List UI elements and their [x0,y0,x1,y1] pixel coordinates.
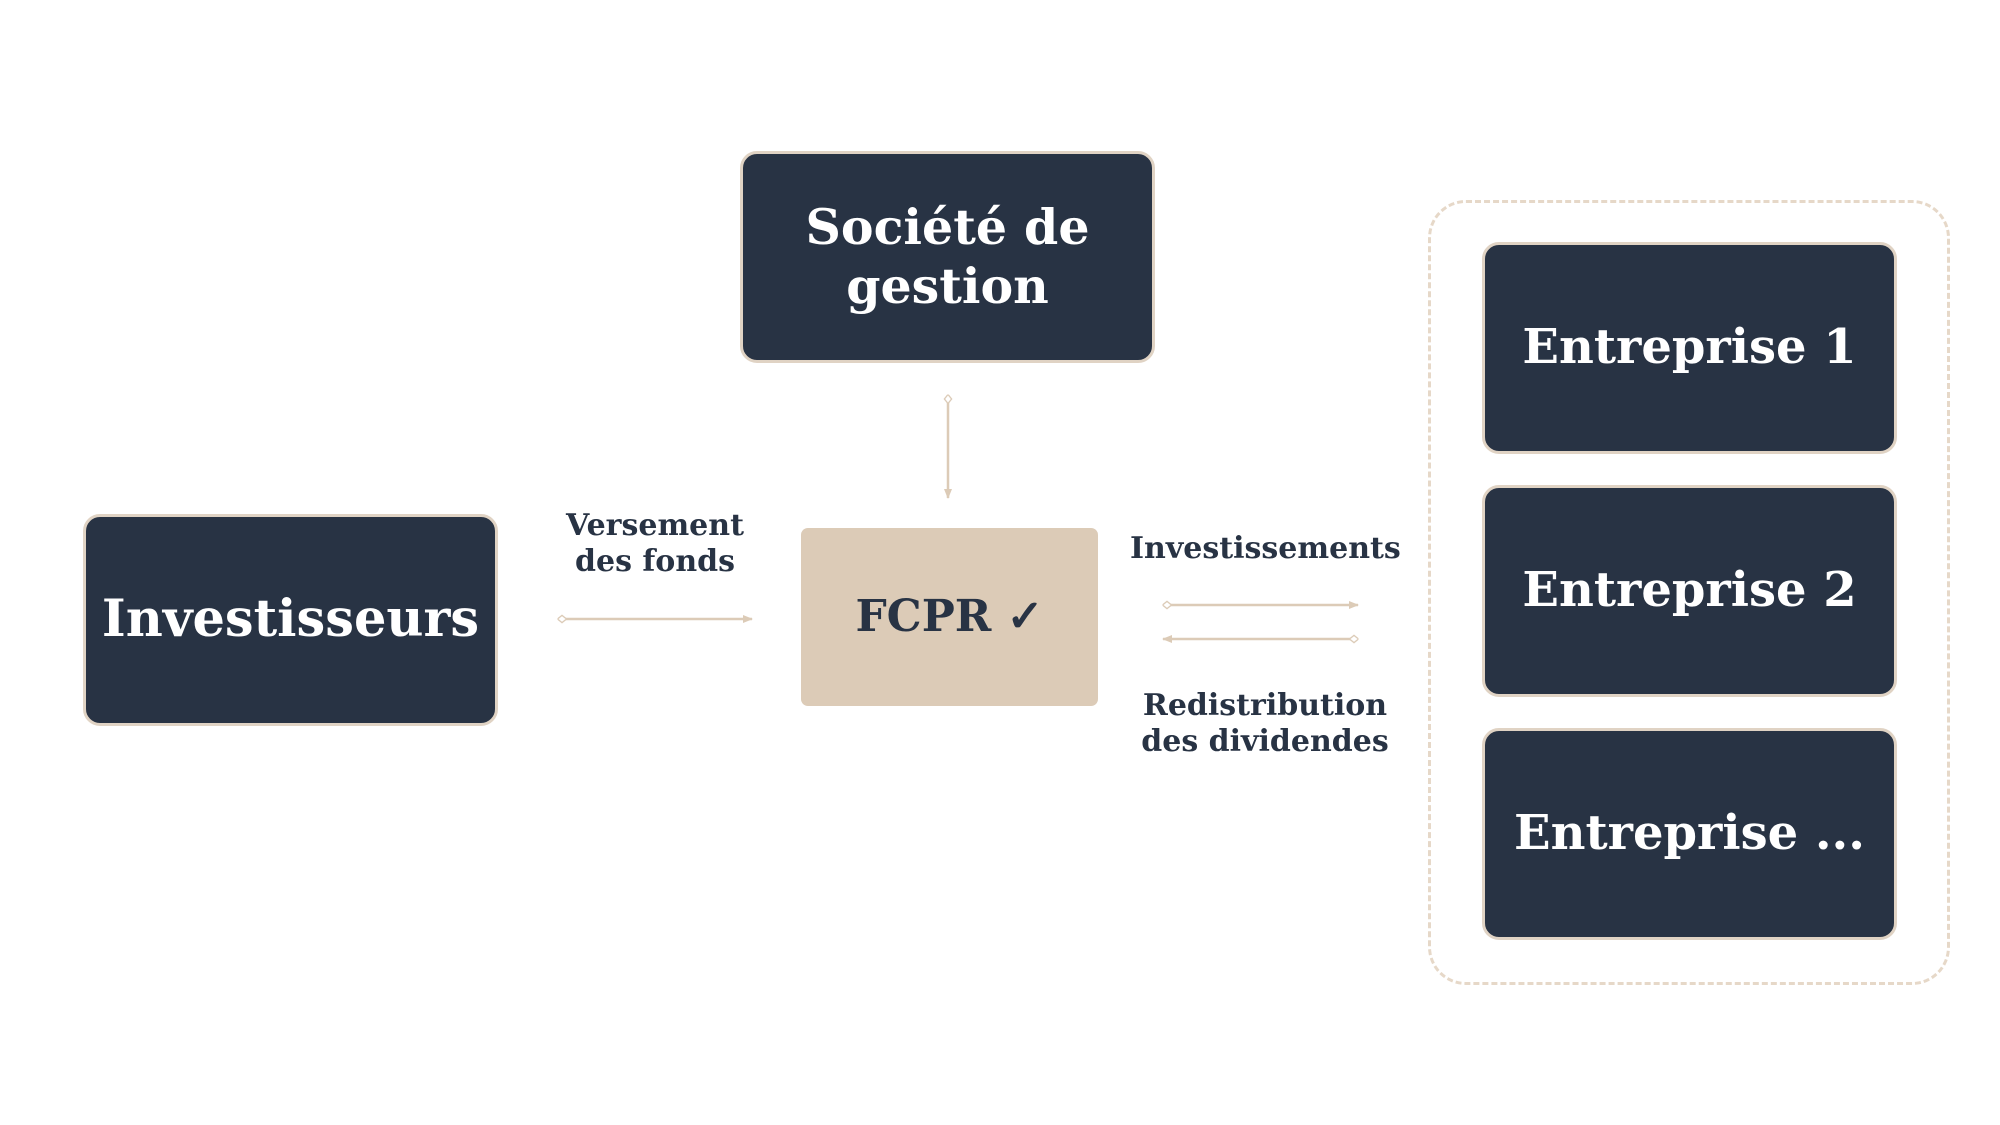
entreprise-2-node: Entreprise 2 [1482,485,1897,697]
entreprise-3-label: Entreprise ... [1514,805,1865,862]
fcpr-node: FCPR ✓ [801,528,1098,706]
versement-label: Versement des fonds [566,508,744,579]
entreprise-1-node: Entreprise 1 [1482,242,1897,454]
entreprise-2-label: Entreprise 2 [1522,562,1857,619]
investisseurs-label: Investisseurs [101,589,480,650]
investisseurs-node: Investisseurs [83,514,498,726]
entreprise-3-node: Entreprise ... [1482,728,1897,940]
societe-de-gestion-label: Société de gestion [805,198,1090,315]
fcpr-label: FCPR ✓ [855,590,1044,642]
redistribution-label: Redistribution des dividendes [1141,688,1389,759]
entreprises-group [1428,200,1950,985]
entreprise-1-label: Entreprise 1 [1522,319,1857,376]
investissements-label: Investissements [1130,531,1401,566]
societe-de-gestion-node: Société de gestion [740,151,1155,363]
